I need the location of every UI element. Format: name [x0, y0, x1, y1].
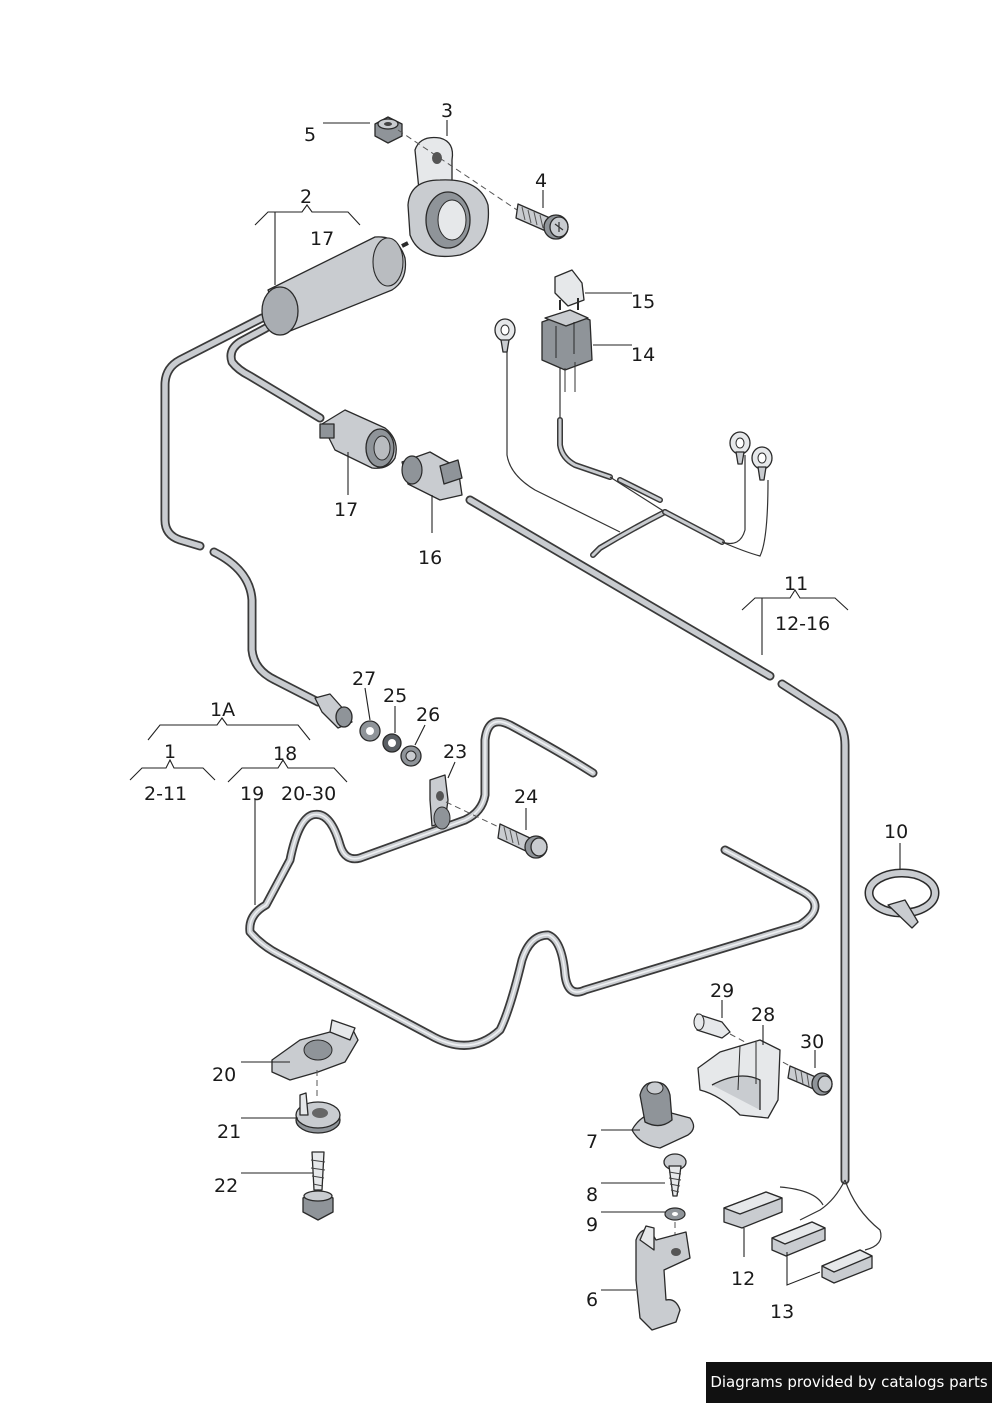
label-4: 4: [535, 170, 547, 192]
washer-part-27: [359, 720, 381, 742]
label-23: 23: [443, 741, 467, 763]
label-13: 13: [770, 1301, 794, 1323]
label-22: 22: [214, 1175, 238, 1197]
label-17-top: 17: [310, 228, 334, 250]
label-12: 12: [731, 1268, 755, 1290]
return-line-tube: [160, 313, 323, 707]
label-29: 29: [710, 980, 734, 1002]
nut-part-26: [400, 745, 422, 767]
feed-line-tube: [226, 323, 850, 1185]
label-28: 28: [751, 1004, 775, 1026]
connector-part-16: [401, 451, 463, 501]
ring-terminal-left: [494, 318, 516, 353]
label-2-11: 2-11: [144, 783, 187, 805]
nut-part-5: [374, 116, 403, 144]
label-26: 26: [416, 704, 440, 726]
vent-line-tube: [245, 717, 820, 1050]
label-20-30: 20-30: [281, 783, 336, 805]
o-ring-part-25: [382, 733, 402, 753]
pipe-clip-part-23: [429, 774, 451, 830]
label-1: 1: [164, 741, 176, 763]
bolt-part-4: [515, 203, 569, 240]
label-18: 18: [273, 743, 297, 765]
connector-part-13-a: [771, 1221, 826, 1257]
bolt-part-24: [497, 823, 548, 859]
label-12-16: 12-16: [775, 613, 830, 635]
screw-part-22: [302, 1151, 334, 1221]
label-15: 15: [631, 291, 655, 313]
label-1A: 1A: [210, 699, 235, 721]
label-5: 5: [304, 124, 316, 146]
position-labels: 5 3 4 2 17 15 14 17 16 11 12-16 27 25 26…: [144, 100, 908, 1323]
label-16: 16: [418, 547, 442, 569]
label-6: 6: [586, 1289, 598, 1311]
label-2: 2: [300, 186, 312, 208]
fuel-filter-part-2: [261, 236, 409, 336]
leader-lines: [129, 120, 901, 1291]
label-10: 10: [884, 821, 908, 843]
connector-part-17: [319, 409, 397, 469]
label-24: 24: [514, 786, 538, 808]
clip-axis-line: [445, 801, 506, 831]
connector-part-13-b: [821, 1249, 873, 1284]
label-27: 27: [352, 668, 376, 690]
label-20: 20: [212, 1064, 236, 1086]
label-25: 25: [383, 685, 407, 707]
fuse-part-15: [554, 269, 585, 310]
bolt-part-30: [787, 1065, 833, 1096]
ring-terminal-right-1: [729, 431, 751, 465]
spacer-part-21: [295, 1092, 341, 1134]
label-19: 19: [240, 783, 264, 805]
label-8: 8: [586, 1184, 598, 1206]
label-11: 11: [784, 573, 808, 595]
credit-banner: Diagrams provided by catalogs parts: [706, 1362, 992, 1403]
ring-terminal-right-2: [751, 446, 773, 481]
connector-housing-part-12: [723, 1191, 783, 1229]
label-21: 21: [217, 1121, 241, 1143]
label-9: 9: [586, 1214, 598, 1236]
grommet-pad-part-7: [631, 1081, 695, 1149]
screw-part-8: [663, 1153, 687, 1197]
pin-part-29: [693, 1013, 731, 1039]
wiring-harness: [506, 345, 882, 1251]
clip-part-20: [271, 1019, 359, 1081]
label-14: 14: [631, 344, 655, 366]
label-3: 3: [441, 100, 453, 122]
sensor-bracket-part-6: [635, 1225, 691, 1331]
relay-holder-part-14: [541, 309, 593, 392]
bracket-axis-line: [397, 129, 521, 213]
hose-clamp-part-10: [864, 868, 940, 929]
label-17-mid: 17: [334, 499, 358, 521]
bracket-part-3: [407, 136, 490, 258]
washer-part-9: [664, 1207, 686, 1221]
union-fitting: [314, 693, 353, 729]
bracket-part-28: [697, 1039, 781, 1119]
label-30: 30: [800, 1031, 824, 1053]
label-7: 7: [586, 1131, 598, 1153]
